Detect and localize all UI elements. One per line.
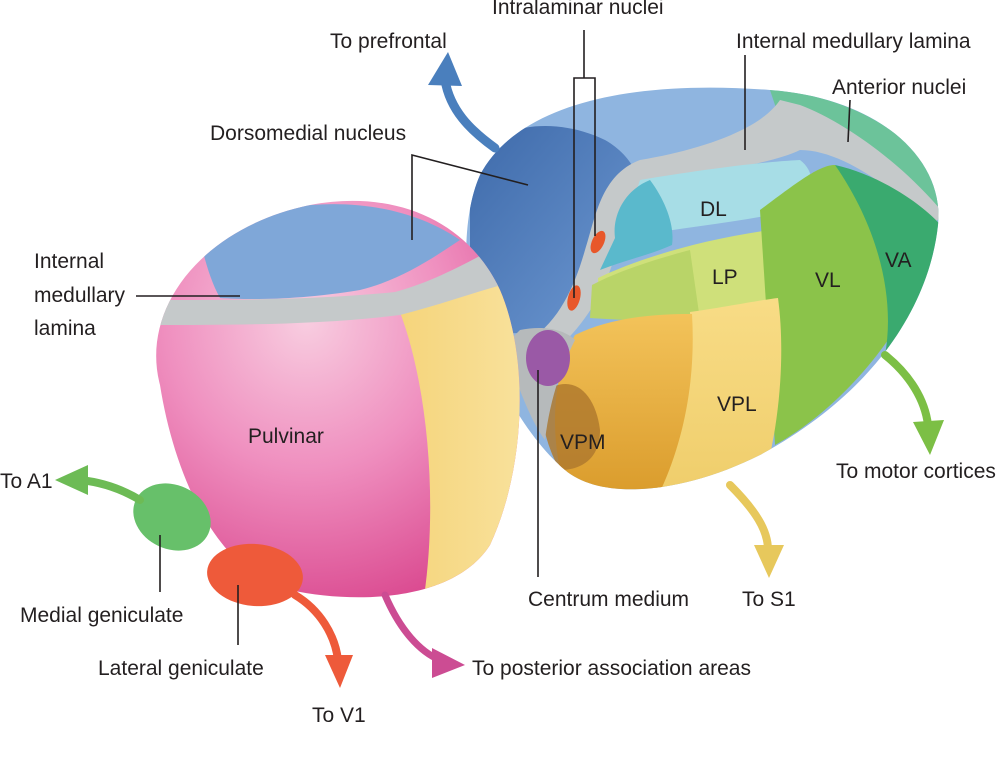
vpm-shadow-region bbox=[540, 383, 600, 470]
arrow-to-s1 bbox=[726, 481, 772, 554]
label-lateral-geniculate: Lateral geniculate bbox=[98, 657, 264, 680]
arrow-to-posterior-association bbox=[381, 591, 444, 664]
arrow-to-prefrontal bbox=[440, 75, 500, 153]
label-to-prefrontal: To prefrontal bbox=[330, 30, 447, 53]
leader-anterior-nuclei bbox=[847, 99, 851, 143]
intralaminar-nucleus-upper bbox=[590, 230, 606, 254]
label-vl: VL bbox=[815, 269, 841, 292]
pulvinar-body bbox=[133, 200, 520, 607]
label-lp: LP bbox=[712, 266, 738, 289]
dl-lower-region bbox=[600, 180, 673, 270]
leader-lines bbox=[136, 30, 851, 645]
arrowhead-to-motor-cortices-icon bbox=[913, 420, 944, 455]
label-internal-medullary-lamina-left-line1: Internal bbox=[34, 250, 104, 273]
vl-region bbox=[760, 165, 892, 445]
pulvinar-lamina-band bbox=[156, 240, 520, 325]
arrowhead-to-a1-icon bbox=[55, 465, 88, 495]
leader-dorsomedial-nucleus bbox=[411, 153, 529, 240]
label-to-posterior-association-areas: To posterior association areas bbox=[472, 657, 751, 680]
label-centrum-medium: Centrum medium bbox=[528, 588, 689, 611]
label-internal-medullary-lamina-left-line2: medullary bbox=[34, 284, 126, 307]
label-to-motor-cortices: To motor cortices bbox=[836, 460, 996, 483]
anterior-body bbox=[466, 87, 939, 490]
vpl-region bbox=[650, 298, 782, 490]
label-va: VA bbox=[885, 249, 911, 272]
projection-arrows bbox=[55, 52, 944, 688]
arrow-to-a1 bbox=[76, 476, 144, 504]
label-internal-medullary-lamina-top: Internal medullary lamina bbox=[736, 30, 971, 53]
arrow-to-motor-cortices bbox=[881, 351, 932, 429]
centrum-medium-nucleus bbox=[526, 330, 570, 386]
arrow-to-v1 bbox=[291, 591, 342, 664]
pulvinar-blue-top bbox=[200, 204, 460, 300]
label-anterior-nuclei: Anterior nuclei bbox=[832, 76, 966, 99]
arrowhead-to-v1-icon bbox=[325, 655, 353, 688]
label-vpm: VPM bbox=[560, 431, 606, 454]
arrowhead-to-posterior-association-icon bbox=[432, 648, 465, 678]
label-pulvinar: Pulvinar bbox=[248, 425, 324, 448]
arrowhead-to-prefrontal-icon bbox=[428, 52, 462, 86]
label-intralaminar-nuclei: Intralaminar nuclei bbox=[492, 0, 664, 19]
lateral-geniculate-nucleus bbox=[207, 543, 303, 607]
label-vpl: VPL bbox=[717, 393, 757, 416]
lp-left-region bbox=[590, 250, 700, 321]
label-medial-geniculate: Medial geniculate bbox=[20, 604, 183, 627]
label-dl: DL bbox=[700, 198, 727, 221]
labels: Intralaminar nuclei To prefrontal Intern… bbox=[0, 0, 996, 727]
label-to-v1: To V1 bbox=[312, 704, 366, 727]
dorsomedial-nucleus-region bbox=[470, 126, 642, 334]
label-to-a1: To A1 bbox=[0, 470, 53, 493]
internal-medullary-lamina-band bbox=[530, 100, 939, 350]
label-dorsomedial-nucleus: Dorsomedial nucleus bbox=[210, 122, 406, 145]
arrowhead-to-s1-icon bbox=[754, 545, 784, 578]
label-to-s1: To S1 bbox=[742, 588, 796, 611]
medial-geniculate-nucleus bbox=[133, 483, 211, 551]
label-internal-medullary-lamina-left-line3: lamina bbox=[34, 317, 96, 340]
